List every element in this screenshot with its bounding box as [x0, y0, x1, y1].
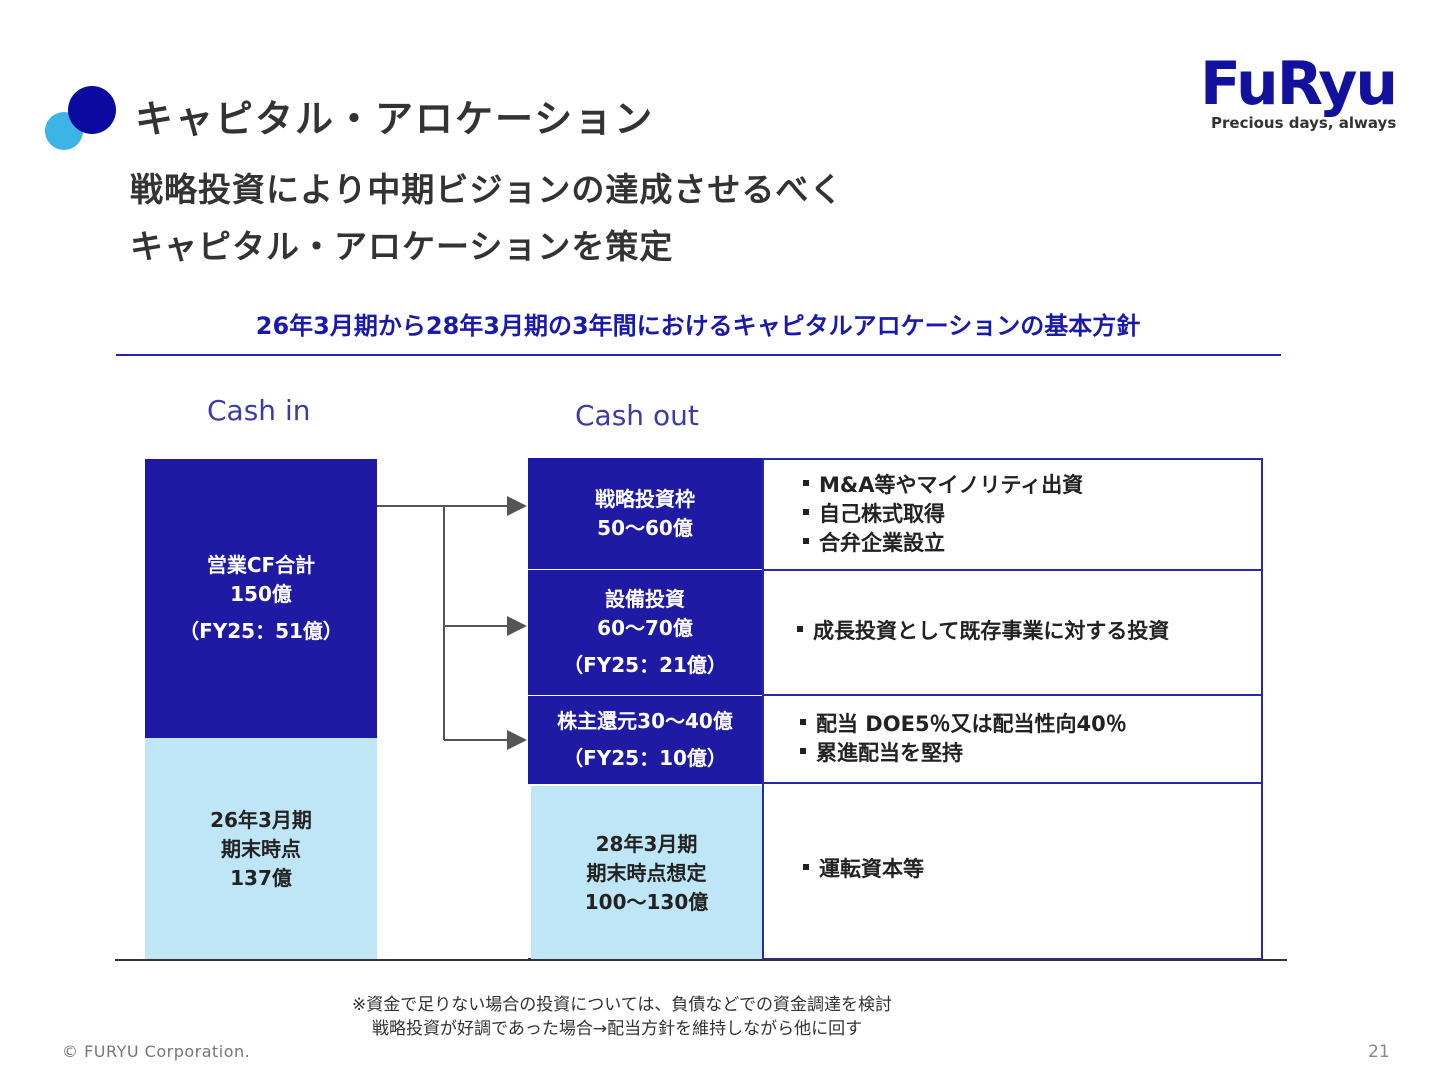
section-title: 26年3月期から28年3月期の3年間におけるキャピタルアロケーションの基本方針: [255, 312, 1141, 340]
row-divider-2: [762, 694, 1263, 696]
capex-amount: 60〜70億: [597, 616, 693, 640]
period-end-28-title: 28年3月期: [595, 831, 698, 856]
page-number: 21: [1368, 1042, 1390, 1062]
list-item: 合弁企業設立: [803, 529, 1083, 558]
strategic-investment-title: 戦略投資枠: [595, 486, 695, 511]
shareholder-return-box: 株主還元30〜40億 （FY25：10億）: [528, 696, 762, 784]
row-divider-3: [762, 782, 1263, 784]
shareholder-items: 配当 DOE5％又は配当性向40％ 累進配当を堅持: [800, 710, 1127, 768]
page-title: キャピタル・アロケーション: [135, 97, 655, 141]
operating-cf-fy25: （FY25：51億）: [179, 619, 343, 643]
bullet-icon: [797, 626, 803, 632]
list-item: 運転資本等: [803, 855, 924, 884]
operating-cf-title: 営業CF合計: [206, 553, 316, 577]
shareholder-return-title: 株主還元30〜40億: [557, 709, 733, 733]
bullet-icon: [800, 748, 806, 754]
list-item: 配当 DOE5％又は配当性向40％: [800, 710, 1127, 739]
logo-dot-large: [68, 86, 116, 134]
bullet-icon: [803, 538, 809, 544]
strategic-investment-amount: 50〜60億: [597, 515, 693, 540]
period-end-28-subtitle: 期末時点想定: [586, 860, 707, 885]
note-line-2: 戦略投資が好調であった場合→配当方針を維持しながら他に回す: [372, 1019, 863, 1039]
period-end-26-amount: 137億: [230, 865, 292, 890]
list-item: M&A等やマイノリティ出資: [803, 471, 1083, 500]
logo-tagline: Precious days, always: [1211, 114, 1397, 132]
capex-items: 成長投資として既存事業に対する投資: [797, 617, 1169, 646]
headline-line-1: 戦略投資により中期ビジョンの達成させるべく: [130, 170, 844, 209]
section-divider: [116, 354, 1281, 356]
period-end-26-subtitle: 期末時点: [221, 836, 301, 861]
capex-box: 設備投資 60〜70億 （FY25：21億）: [528, 570, 762, 695]
list-item: 成長投資として既存事業に対する投資: [797, 617, 1169, 646]
bullet-icon: [803, 509, 809, 515]
headline-line-2: キャピタル・アロケーションを策定: [130, 227, 674, 266]
capex-fy25: （FY25：21億）: [563, 653, 727, 677]
row-divider-1: [762, 569, 1263, 571]
bullet-icon: [803, 864, 809, 870]
cash-in-label: Cash in: [207, 394, 311, 427]
company-logo: FuRyu: [1200, 49, 1398, 119]
cash-out-divider: [762, 458, 764, 960]
period-end-28-box: 28年3月期 期末時点想定 100〜130億: [531, 786, 762, 960]
list-item: 累進配当を堅持: [800, 739, 1127, 768]
copyright: © FURYU Corporation.: [62, 1042, 251, 1061]
cash-out-label: Cash out: [575, 399, 699, 432]
baseline-divider: [115, 959, 1287, 961]
strategic-items: M&A等やマイノリティ出資 自己株式取得 合弁企業設立: [803, 471, 1083, 558]
working-capital-items: 運転資本等: [803, 855, 924, 884]
period-end-26-box: 26年3月期 期末時点 137億: [145, 738, 377, 960]
period-end-28-amount: 100〜130億: [584, 889, 709, 914]
capex-title: 設備投資: [605, 587, 685, 611]
note-line-1: ※資金で足りない場合の投資については、負債などでの資金調達を検討: [352, 995, 893, 1015]
operating-cf-amount: 150億: [230, 582, 292, 606]
shareholder-return-fy25: （FY25：10億）: [563, 746, 727, 770]
list-item: 自己株式取得: [803, 500, 1083, 529]
operating-cf-box: 営業CF合計 150億 （FY25：51億）: [145, 459, 377, 738]
period-end-26-title: 26年3月期: [210, 807, 312, 832]
strategic-investment-box: 戦略投資枠 50〜60億: [528, 458, 762, 569]
bullet-icon: [800, 719, 806, 725]
bullet-icon: [803, 480, 809, 486]
